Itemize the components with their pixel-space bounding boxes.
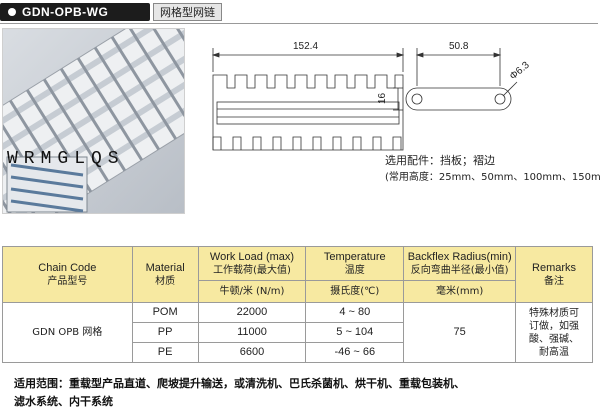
table-row: GDN OPB 网格 POM 22000 4 ~ 80 75 特殊材质可 订做，… (2, 302, 593, 363)
temperature-cell: -46 ~ 66 (305, 342, 405, 363)
bullet-icon (8, 8, 16, 16)
accessory-line: 选用配件：挡板；褶边 (385, 154, 495, 167)
remarks-cell: 特殊材质可 订做，如强 酸、强碱、 耐高温 (515, 302, 593, 363)
chain-belt-illustration (3, 29, 184, 213)
material-cell: PE (131, 342, 199, 363)
material-cell: PP (131, 322, 199, 343)
material-cell: POM (131, 302, 199, 323)
header-temperature: Temperature 温度 (305, 246, 405, 281)
application-scope-line-2: 滤水系统、内干系统 (14, 395, 113, 408)
accessory-notes: 选用配件：挡板；褶边 (常用高度：25mm、50mm、100mm、150mm) (385, 152, 600, 186)
table-row: PE 6600 -46 ~ 66 (3, 342, 593, 363)
header-work-load: Work Load (max) 工作载荷(最大值) (197, 246, 307, 281)
pitch-dimension-label: 50.8 (449, 41, 469, 52)
hole-dimension-label: Φ6.3 (508, 60, 532, 83)
work-load-cell: 22000 (197, 302, 307, 323)
application-scope: 适用范围：重载型产品直道、爬坡提升输送，或清洗机、巴氏杀菌机、烘干机、重载包装机… (14, 375, 594, 411)
dimension-drawing: 152.4 50.8 16 Φ6.3 (211, 41, 532, 151)
header-remarks: Remarks 备注 (515, 246, 593, 303)
table-header-row: Chain Code 产品型号 Material 材质 Work Load (m… (2, 246, 593, 303)
work-load-cell: 6600 (197, 342, 307, 363)
product-code: GDN-OPB-WG (22, 5, 109, 19)
spec-table: Chain Code 产品型号 Material 材质 Work Load (m… (2, 246, 593, 363)
unit-work-load: 牛顿/米 (N/m) (197, 280, 307, 303)
header-divider (0, 23, 598, 24)
header: GDN-OPB-WG 网格型网链 (0, 0, 600, 26)
common-height-line: (常用高度：25mm、50mm、100mm、150mm) (385, 172, 600, 183)
temperature-cell: 4 ~ 80 (305, 302, 405, 323)
unit-temperature: 摄氏度(℃) (305, 280, 405, 303)
product-subtitle: 网格型网链 (153, 3, 222, 21)
application-scope-line-1: 适用范围：重载型产品直道、爬坡提升输送，或清洗机、巴氏杀菌机、烘干机、重载包装机… (14, 377, 465, 390)
table-row: PP 11000 5 ~ 104 (3, 322, 593, 343)
width-dimension-label: 152.4 (293, 41, 318, 52)
header-material: Material 材质 (131, 246, 199, 303)
technical-drawing: 152.4 50.8 16 Φ6.3 (195, 30, 600, 160)
temperature-cell: 5 ~ 104 (305, 322, 405, 343)
backflex-cell: 75 (403, 302, 517, 363)
work-load-cell: 11000 (197, 322, 307, 343)
product-code-banner: GDN-OPB-WG (0, 3, 150, 21)
chain-code-cell: GDN OPB 网格 (2, 302, 133, 363)
height-dimension-label: 16 (377, 92, 388, 104)
unit-backflex: 毫米(mm) (403, 280, 517, 303)
header-chain-code: Chain Code 产品型号 (2, 246, 133, 303)
header-backflex: Backflex Radius(min) 反向弯曲半径(最小值) (403, 246, 517, 281)
product-photo: WRMGLQS (2, 28, 185, 214)
photo-watermark-text: WRMGLQS (7, 149, 125, 169)
